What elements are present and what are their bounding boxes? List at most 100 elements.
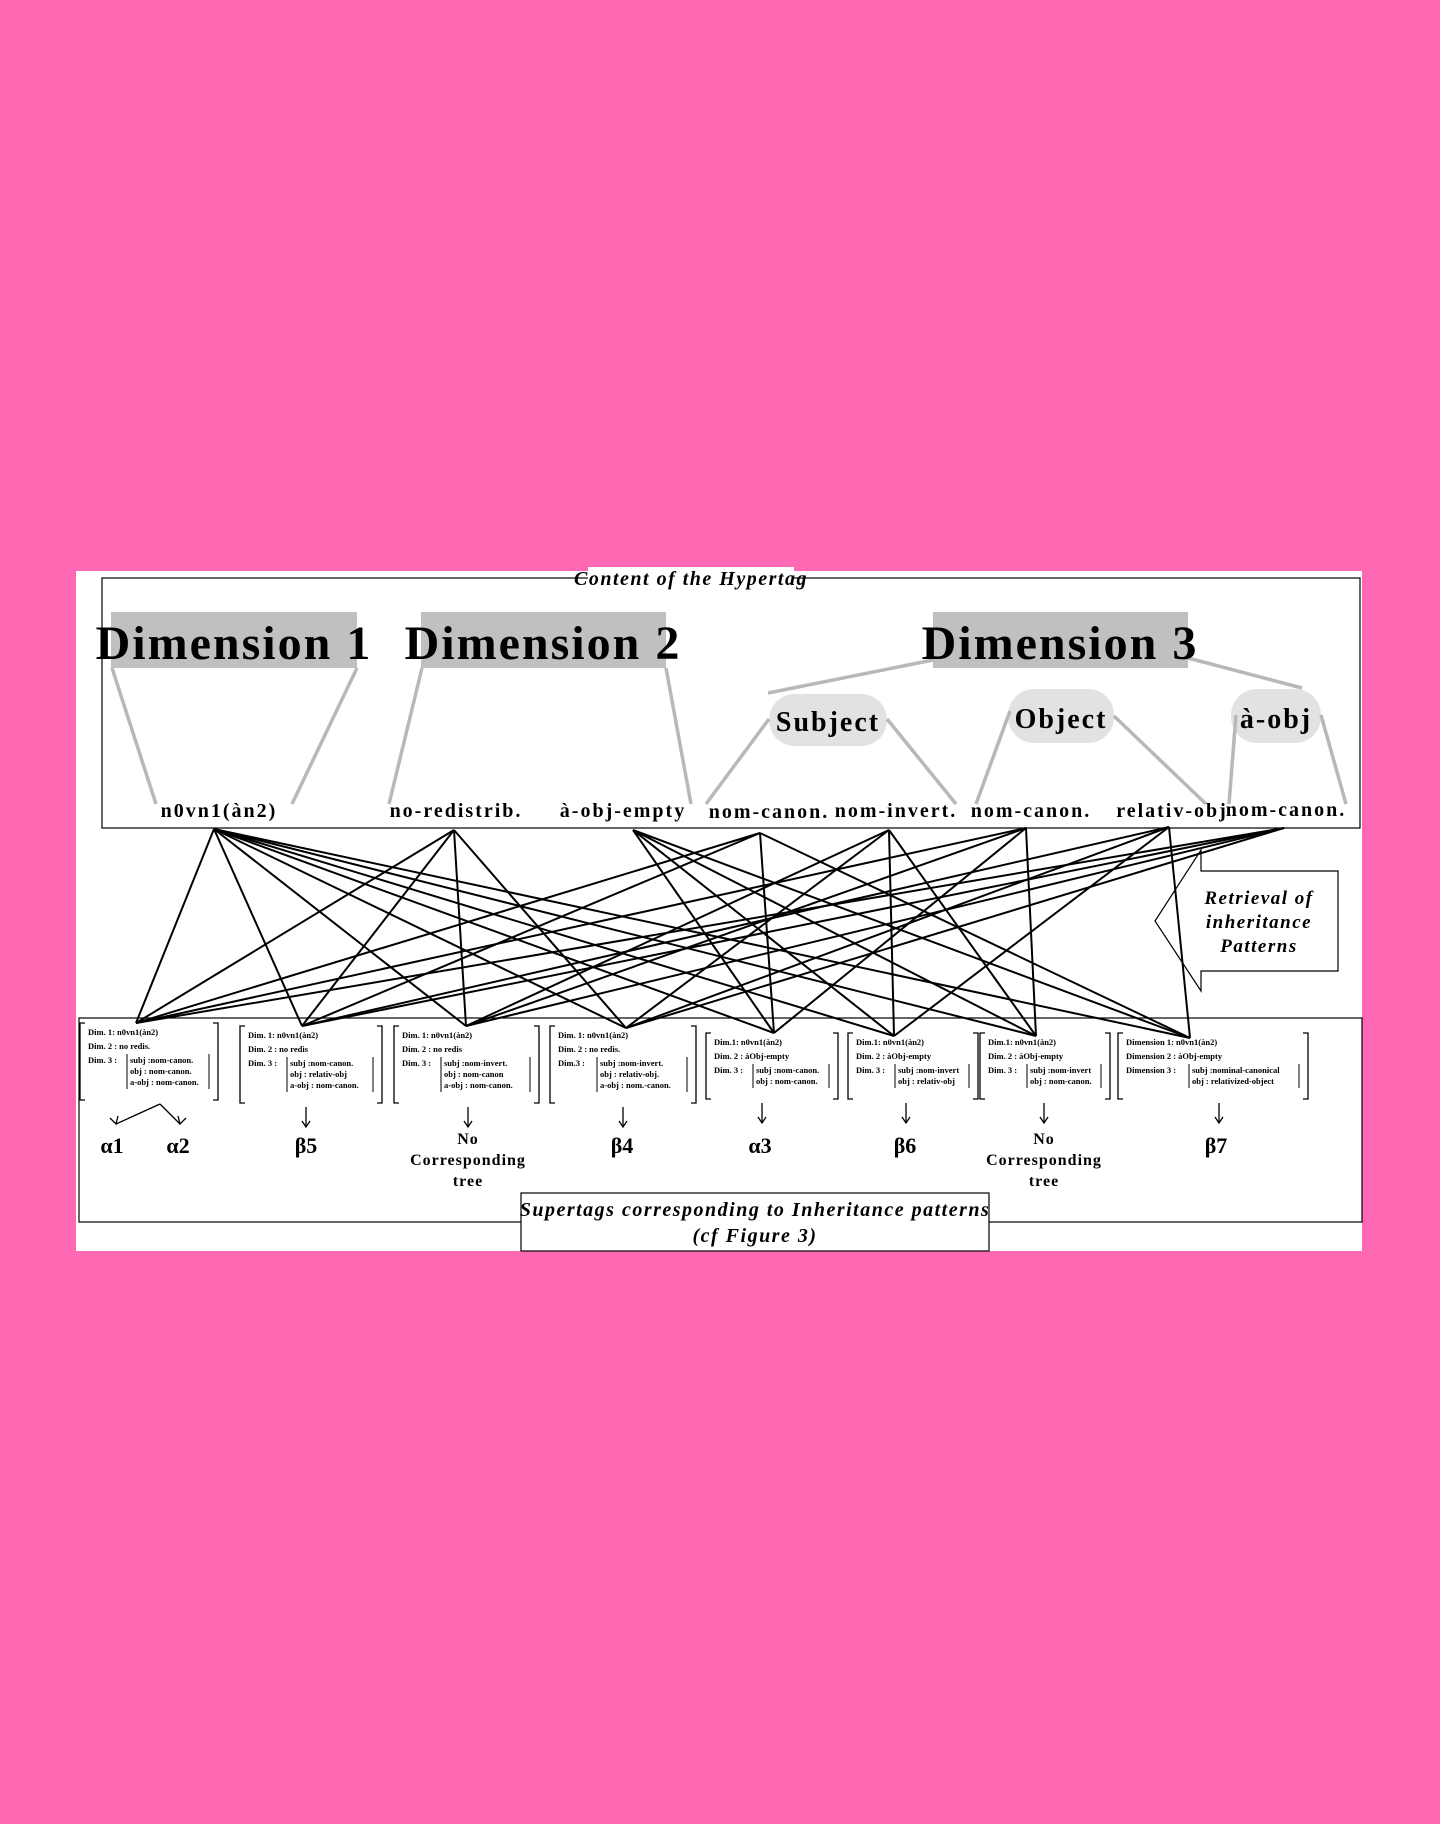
left-bracket	[979, 1032, 985, 1100]
pattern-dim3-value: subj :nom-canon.	[756, 1065, 819, 1075]
pattern-dim3-label: Dim. 3 :	[402, 1058, 431, 1068]
pattern-dim2: Dimension 2 : àObj-empty	[1126, 1051, 1223, 1061]
no-tree-label: tree	[453, 1173, 483, 1190]
pattern-dim3-value: a-obj : nom-canon.	[444, 1080, 513, 1090]
inheritance-link	[135, 828, 215, 1024]
right-bracket	[833, 1032, 839, 1100]
pattern-box: Dim.1: n0vn1(àn2) Dim. 2 : àObj-emptyDim.…	[979, 1032, 1111, 1190]
pattern-dim1: Dimension 1: n0vn1(àn2)	[1126, 1037, 1217, 1047]
pattern-dim3-value: obj : relativ-obj	[290, 1069, 347, 1079]
inheritance-link	[453, 829, 627, 1029]
pattern-dim1: Dim. 1: n0vn1(àn2)	[402, 1030, 472, 1040]
inheritance-link	[773, 827, 1027, 1034]
right-bracket	[973, 1032, 979, 1100]
leaf-subj-nom-canon: nom-canon.	[709, 801, 830, 823]
pattern-dim1: Dim. 1: n0vn1(àn2)	[558, 1030, 628, 1040]
pattern-dim3-label: Dimension 3 :	[1126, 1065, 1176, 1075]
pattern-box: Dimension 1: n0vn1(àn2) Dimension 2 : àOb…	[1117, 1032, 1309, 1158]
arrow-head-icon	[757, 1116, 767, 1125]
left-bracket	[1117, 1032, 1123, 1100]
pattern-box: Dim.1: n0vn1(àn2)Dim. 2 : àObj-emptyDim.…	[847, 1032, 979, 1158]
no-tree-label: Corresponding	[410, 1152, 526, 1169]
pattern-dim1: Dim.1: n0vn1(àn2)	[988, 1037, 1056, 1047]
retrieval-line-3: Patterns	[1219, 936, 1297, 957]
pattern-box: Dim. 1: n0vn1(àn2) Dim. 2 : no redisDim. …	[393, 1025, 540, 1190]
tree-branches	[110, 656, 1348, 806]
pattern-dim2: Dim. 2 : no redis	[248, 1044, 309, 1054]
arrow-head-icon	[618, 1120, 628, 1129]
pattern-dim3-value: a-obj : nom-canon.	[130, 1077, 199, 1087]
leaf-a-obj-empty: à-obj-empty	[560, 800, 686, 822]
right-bracket	[691, 1025, 697, 1104]
inheritance-link	[213, 828, 1037, 1037]
arrow-head-icon	[463, 1120, 473, 1129]
top-box-title: Content of the Hypertag	[574, 568, 808, 590]
pattern-dim3-value: subj :nom-canon.	[130, 1055, 193, 1065]
hypertag-diagram: Content of the Hypertag Dimension 1 Dime…	[78, 567, 1363, 1252]
arrow-head-icon	[109, 1115, 119, 1126]
pattern-dim2: Dim. 2 : no redis	[402, 1044, 463, 1054]
right-bracket	[1303, 1032, 1309, 1100]
pattern-dim1: Dim.1: n0vn1(àn2)	[714, 1037, 782, 1047]
inheritance-link	[465, 829, 890, 1027]
dimension-2-title: Dimension 2	[405, 617, 682, 670]
left-bracket	[239, 1025, 245, 1104]
inheritance-link	[301, 826, 1170, 1027]
inheritance-link	[759, 832, 1191, 1039]
pattern-dim3-label: Dim. 3 :	[88, 1055, 117, 1065]
pattern-dim3-value: subj :nom-invert.	[600, 1058, 663, 1068]
inheritance-link	[213, 828, 303, 1027]
pattern-dim3-value: subj :nom-invert	[898, 1065, 959, 1075]
leaf-obj-nom-canon: nom-canon.	[971, 800, 1092, 822]
left-bracket	[79, 1022, 85, 1101]
inheritance-link	[893, 826, 1170, 1037]
supertag-label: α3	[748, 1133, 771, 1158]
inheritance-link	[632, 829, 1191, 1039]
top-box-title-bg	[588, 567, 794, 587]
inheritance-link	[135, 832, 761, 1024]
dim1-header-bg	[111, 612, 357, 668]
left-bracket	[393, 1025, 399, 1104]
pattern-dim3-value: obj : nom-canon.	[1030, 1076, 1092, 1086]
inheritance-link	[301, 832, 761, 1027]
inheritance-link	[465, 827, 1027, 1027]
right-bracket	[1105, 1032, 1111, 1100]
inheritance-link	[888, 829, 1037, 1037]
subject-label: Subject	[776, 707, 880, 738]
inheritance-links	[135, 826, 1285, 1039]
pattern-dim3-value: obj : nom-canon.	[756, 1076, 818, 1086]
object-label: Object	[1015, 704, 1108, 735]
supertag-label: β7	[1205, 1133, 1228, 1158]
inheritance-link	[213, 828, 627, 1029]
leaf-no-redistrib: no-redistrib.	[390, 800, 523, 822]
inheritance-link	[213, 828, 895, 1037]
inheritance-link	[625, 829, 890, 1029]
supertag-label: α1	[100, 1133, 123, 1158]
pattern-box: Dim.1: n0vn1(àn2)Dim. 2 : àObj-emptyDim.…	[705, 1032, 839, 1158]
pattern-box: Dim. 1: n0vn1(àn2)Dim. 2 : no redisDim. …	[239, 1025, 383, 1158]
leaf-obj-relativ: relativ-obj	[1116, 800, 1228, 822]
inheritance-link	[625, 827, 1285, 1029]
inheritance-link	[301, 827, 1285, 1027]
bottom-title-box	[520, 1192, 990, 1252]
left-bracket	[549, 1025, 555, 1104]
arrow-head-icon	[1039, 1116, 1049, 1125]
no-tree-label: Corresponding	[986, 1152, 1102, 1169]
derivation-arrow	[159, 1103, 181, 1125]
pattern-dim2: Dim. 2 : àObj-empty	[988, 1051, 1064, 1061]
right-bracket	[377, 1025, 383, 1104]
subject-pill	[769, 694, 887, 746]
retrieval-line-1: Retrieval of	[1203, 888, 1313, 909]
inheritance-link	[888, 829, 895, 1037]
pattern-dim2: Dim. 2 : àObj-empty	[856, 1051, 932, 1061]
dim3-header-bg	[933, 612, 1188, 668]
pattern-dim3-label: Dim. 3 :	[988, 1065, 1017, 1075]
inheritance-link	[453, 829, 467, 1027]
bottom-title-line-1: Supertags corresponding to Inheritance p…	[520, 1199, 991, 1221]
pattern-dim3-value: subj :nominal-canonical	[1192, 1065, 1280, 1075]
pattern-dim3-value: obj : relativ-obj.	[600, 1069, 659, 1079]
pattern-dim2: Dim. 2 : no redis.	[88, 1041, 150, 1051]
pattern-dim3-label: Dim.3 :	[558, 1058, 585, 1068]
arrow-head-icon	[301, 1120, 311, 1129]
pattern-dim3-value: a-obj : nom.-canon.	[600, 1080, 671, 1090]
